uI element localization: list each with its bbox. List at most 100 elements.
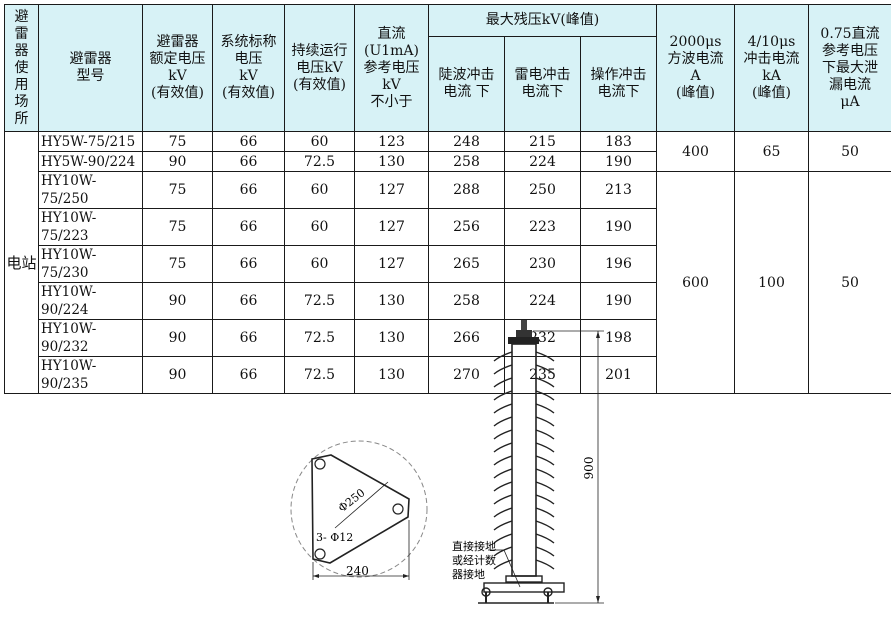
location-cell: 电站 <box>4 131 39 394</box>
cell-steep: 270 <box>428 356 505 394</box>
cell-dc-ref: 130 <box>354 151 429 172</box>
header-rated-voltage-line: (有效值) <box>151 85 204 101</box>
header-dc-ref-voltage-line: kV <box>382 76 401 93</box>
header-steep-wave-line: 电流 下 <box>443 84 490 100</box>
header-model-line: 型号 <box>76 68 105 84</box>
header-impulse-current-line: 冲击电流 <box>743 51 800 67</box>
cell-dc-ref: 130 <box>354 356 429 394</box>
cell-system: 66 <box>212 151 285 172</box>
header-square-wave-line: 方波电流 <box>667 51 724 67</box>
insulator-shed <box>493 390 555 401</box>
header-system-voltage-line: kV <box>239 68 258 84</box>
header-impulse-current-line: (峰值) <box>752 85 791 101</box>
cell-dc-ref: 127 <box>354 171 429 209</box>
header-system-voltage-line: 系统标称 <box>220 34 277 50</box>
header-continuous-voltage: 持续运行电压kV(有效值) <box>284 4 355 132</box>
cell-dc-ref: 123 <box>354 131 429 152</box>
cell-lightning: 224 <box>504 282 581 320</box>
cell-rated: 90 <box>142 151 213 172</box>
header-square-wave-line: A <box>690 68 701 84</box>
cell-rated: 90 <box>142 356 213 394</box>
cell-model: HY10W-75/250 <box>38 171 143 209</box>
insulator-shed <box>493 364 555 375</box>
insulator-shed <box>493 442 555 453</box>
cell-system: 66 <box>212 356 285 394</box>
insulator-shed <box>493 507 555 518</box>
cell-lightning: 215 <box>504 131 581 152</box>
cell-leakage: 50 <box>808 171 891 394</box>
arrester-drawing: Φ250 3- Φ12 240 900 直接接地 或经计数 器接地 <box>290 320 604 604</box>
cell-steep: 258 <box>428 151 505 172</box>
cell-switching: 213 <box>579 171 658 209</box>
cell-rated: 75 <box>142 208 213 246</box>
ground-note-line-3: 器接地 <box>452 568 485 581</box>
cell-switching: 196 <box>579 245 658 283</box>
cell-model: HY5W-90/224 <box>38 151 143 172</box>
cell-system: 66 <box>212 319 285 357</box>
cell-system: 66 <box>212 245 285 283</box>
cell-dc-ref: 127 <box>354 208 429 246</box>
header-dc-ref-voltage-line: 直流 <box>377 25 406 42</box>
header-location-line: 所 <box>14 110 29 127</box>
header-switching: 操作冲击电流下 <box>579 36 658 132</box>
header-rated-voltage-line: 避雷器 <box>156 34 199 50</box>
header-location-line: 雷 <box>14 25 29 42</box>
insulator-shed <box>493 520 555 531</box>
insulator-shed <box>493 481 555 492</box>
header-model-line: 避雷器 <box>69 51 112 67</box>
header-location-line: 场 <box>14 93 29 110</box>
cell-system: 66 <box>212 171 285 209</box>
cell-impulse: 65 <box>734 131 810 172</box>
header-rated-voltage-line: 额定电压 <box>149 51 206 67</box>
header-switching-line: 操作冲击 <box>590 67 647 83</box>
cell-steep: 258 <box>428 282 505 320</box>
insulator-shed <box>493 403 555 414</box>
cell-model: HY10W-90/224 <box>38 282 143 320</box>
cell-continuous: 60 <box>284 131 355 152</box>
insulator-shed <box>493 494 555 505</box>
cell-continuous: 60 <box>284 208 355 246</box>
header-rated-voltage-line: kV <box>168 68 187 84</box>
cell-model: HY5W-75/215 <box>38 131 143 152</box>
header-square-wave-line: 2000μs <box>669 34 722 50</box>
cell-switching: 190 <box>579 151 658 172</box>
header-continuous-voltage-line: 持续运行 <box>291 42 348 59</box>
header-location-line: 器 <box>14 42 29 59</box>
header-dc-ref-voltage-line: 不小于 <box>370 93 413 110</box>
height-label: 900 <box>582 457 596 480</box>
cell-dc-ref: 130 <box>354 319 429 357</box>
header-location-line: 避 <box>14 8 29 25</box>
arrester-body-drawing: 900 直接接地 或经计数 器接地 <box>452 320 604 604</box>
header-steep-wave-line: 陡波冲击 <box>438 67 495 83</box>
cell-model: HY10W-90/235 <box>38 356 143 394</box>
ground-note-line-2: 或经计数 <box>452 554 496 567</box>
cell-rated: 90 <box>142 319 213 357</box>
header-residual-group: 最大残压kV(峰值) <box>427 4 658 37</box>
cell-leakage: 50 <box>808 131 891 172</box>
cell-steep: 266 <box>428 319 505 357</box>
header-leakage-line: 下最大泄 <box>822 59 879 76</box>
header-leakage-line: 0.75直流 <box>820 25 880 42</box>
insulator-shed <box>493 468 555 479</box>
header-system-voltage-line: 电压 <box>234 51 263 67</box>
cell-rated: 75 <box>142 245 213 283</box>
insulator-shed <box>493 351 555 362</box>
insulator-shed <box>493 455 555 466</box>
header-leakage-line: 漏电流 <box>829 76 872 93</box>
insulator-shed <box>493 429 555 440</box>
header-lightning-line: 雷电冲击 <box>514 67 571 83</box>
cell-lightning: 250 <box>504 171 581 209</box>
insulator-shed <box>493 377 555 388</box>
header-model: 避雷器型号 <box>38 4 143 132</box>
